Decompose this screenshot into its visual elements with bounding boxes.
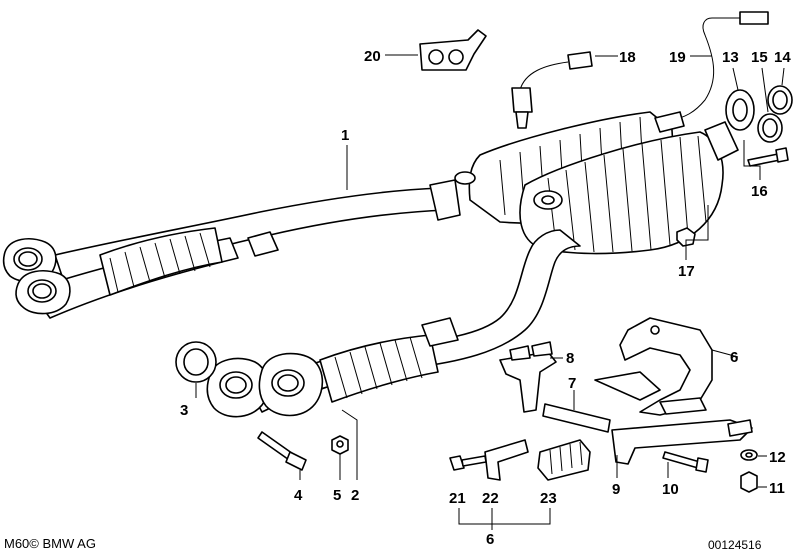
callout-15: 15 — [751, 49, 768, 66]
washer-12 — [740, 449, 758, 461]
bracket-8 — [499, 341, 557, 413]
converter-outlet-flanges — [704, 85, 793, 161]
clamp-22 — [484, 439, 529, 481]
callout-13: 13 — [722, 49, 739, 66]
callout-9: 9 — [612, 481, 620, 498]
strap-7 — [542, 403, 611, 433]
front-pipe-upper-flanges — [2, 238, 71, 315]
callout-labels: 1 2 3 4 5 6 6 7 8 9 10 11 12 13 14 15 16… — [180, 48, 791, 548]
callout-6-right: 6 — [730, 349, 738, 366]
callout-18: 18 — [619, 49, 636, 66]
callout-10: 10 — [662, 481, 679, 498]
callout-17: 17 — [678, 263, 695, 280]
bracket-20 — [419, 29, 487, 71]
callout-5: 5 — [333, 487, 341, 504]
callout-8: 8 — [566, 350, 574, 367]
callout-7: 7 — [568, 375, 576, 392]
callout-3: 3 — [180, 402, 188, 419]
bolt-16 — [747, 147, 789, 167]
callout-14: 14 — [774, 49, 791, 66]
heat-shield-bracket-6 — [594, 317, 713, 416]
callout-1: 1 — [341, 127, 349, 144]
bolt-10 — [662, 451, 709, 473]
callout-19: 19 — [669, 49, 686, 66]
bolt-4 — [257, 431, 307, 471]
oxygen-sensor-18 — [511, 51, 593, 129]
callout-6-bottom: 6 — [486, 531, 494, 548]
bracket-9 — [611, 419, 753, 465]
bolt-21 — [449, 455, 487, 471]
drawing-number: 00124516 — [708, 538, 762, 552]
gasket-ring — [175, 341, 217, 383]
callout-23: 23 — [540, 490, 557, 507]
leader-lines — [195, 54, 785, 530]
callout-4: 4 — [294, 487, 303, 504]
callout-11: 11 — [769, 480, 785, 497]
front-pipe-upper — [29, 187, 449, 319]
rubber-mount-23 — [537, 439, 591, 481]
callout-16: 16 — [751, 183, 768, 200]
catalytic-converter-front — [519, 131, 724, 255]
front-pipe-lower-flanges — [206, 352, 324, 418]
nut-11 — [740, 471, 758, 493]
callout-20: 20 — [364, 48, 381, 65]
pipe-joints-upper — [429, 171, 476, 221]
callout-21: 21 — [449, 490, 466, 507]
callout-22: 22 — [482, 490, 499, 507]
nut-5 — [331, 435, 349, 455]
copyright-text: M60© BMW AG — [4, 536, 96, 551]
nut-17 — [676, 227, 696, 247]
callout-2: 2 — [351, 487, 359, 504]
oxygen-sensor-19 — [654, 11, 769, 133]
callout-12: 12 — [769, 449, 786, 466]
